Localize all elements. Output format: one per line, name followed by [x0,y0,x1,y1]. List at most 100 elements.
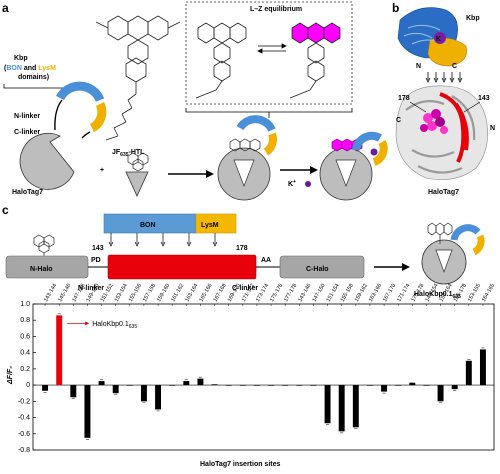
lz-equilibrium-box [185,1,353,105]
x-tick-label: 177-178 [283,283,298,303]
product-sub: 635 [453,294,462,300]
dye-bound-mid [229,138,261,152]
bar [253,385,260,386]
lz-bracket [185,108,353,118]
bon-box-label: BON [140,222,156,229]
x-tick-label: 165-166 [198,283,213,303]
x-tick-label: 163-164 [184,283,199,303]
y-axis: -0.8-0.6-0.4-0.200.20.40.60.81.0 [18,301,494,454]
svg-text:K+: K+ [288,179,296,188]
bar [423,385,430,386]
y-tick-label: 0.4 [20,350,30,357]
x-tick-label: 153-154 [114,283,129,303]
panel-c-label: c [2,203,9,217]
halotag-label-a: HaloTag7 [12,189,43,196]
kbp-title: Kbp [14,55,28,62]
svg-text:HaloKbp0.1635: HaloKbp0.1635 [414,291,461,300]
domains-word: domains) [18,74,49,81]
bar [465,360,472,386]
halotag-cleft-mid [233,159,255,187]
panel-b-label: b [392,1,399,15]
x-tick-label: 159-162 [354,283,369,303]
bar [352,385,359,428]
x-tick-label: 167-170 [382,283,397,303]
bar [169,385,176,386]
y-tick-label: -0.2 [18,398,30,405]
bon-domain [56,81,105,102]
c-halo-label: C-Halo [306,266,329,273]
bar [381,385,388,392]
bar [70,385,77,398]
y-tick-label: 0.2 [20,366,30,373]
linker-line [54,99,91,139]
x-tick-label: 167-168 [213,283,228,303]
bar [268,385,275,386]
bar [56,315,63,386]
res178-pointer-b [409,101,427,113]
k-bound-dot [370,148,378,156]
product-label: HaloKbp0.1 [414,291,453,298]
lysm-box-label: LysM [201,222,219,229]
halotag-structure [395,85,488,180]
n-linker-label: N-linker [14,113,40,120]
lysm-domain-mid [263,132,277,156]
highlight-label-text: HaloKbp0.1 [92,321,129,328]
y-tick-label: -0.6 [18,431,30,438]
highlight-label: HaloKbp0.1635 [92,321,137,330]
y-tick-label: 0 [26,382,30,389]
halotag-cleft-right [335,159,357,187]
bon-domain-right [352,131,383,151]
bar-series [42,313,486,440]
bar [296,385,303,386]
bar [197,378,204,386]
bar [183,381,190,386]
c-side-label: C [396,117,401,124]
bar [42,385,49,391]
insertion-arrows-b [425,72,463,83]
jf-label: JF [112,149,121,156]
panel-a-label: a [2,1,9,15]
and-word: and [24,65,36,72]
n-top-label: N [416,63,421,70]
lysm-domain [89,102,107,133]
halotag-label-b: HaloTag7 [428,189,459,196]
bar [155,385,162,410]
kbp-structure [397,7,467,67]
n-side-label: N [490,125,495,132]
highlight-arrow-head [85,321,90,326]
y-tick-label: 1.0 [20,301,30,308]
res143-label-c: 143 [92,245,104,252]
res178-label-c: 178 [236,245,248,252]
highlight-label-sub: 635 [129,324,138,330]
k-ion-dot [305,181,311,187]
y-axis-label: ΔF/F₀ [7,366,14,385]
bar [211,384,218,386]
bar [282,385,289,386]
c-top-label: C [452,63,457,70]
bar [98,381,105,386]
x-tick-label: 164-165 [481,283,496,303]
zwitterion-structure [289,22,341,99]
x-tick-label: 155-158 [340,283,355,303]
lysm-box [195,213,237,234]
x-tick-label: 143-144 [43,283,58,303]
n-halo-label: N-Halo [30,266,53,273]
lactone-structure [195,22,247,99]
y-tick-label: 0.8 [20,317,30,324]
bar [409,382,416,386]
res178-label-b: 178 [398,95,410,102]
kbp-insert-box [107,254,257,280]
reaction-arrow-head-k [310,166,318,174]
c-linker-label-c: C-linker [232,285,258,292]
x-tick-label: 159-160 [156,283,171,303]
bar [126,385,133,386]
x-tick-label: 163-166 [368,283,383,303]
svg-text:(BON and LysM: (BON and LysM [4,65,56,72]
bar [310,385,317,386]
k-ion-b [434,32,446,44]
k-label-b: K [436,36,441,43]
bar [112,385,119,394]
kbp-label-b: Kbp [466,15,480,22]
